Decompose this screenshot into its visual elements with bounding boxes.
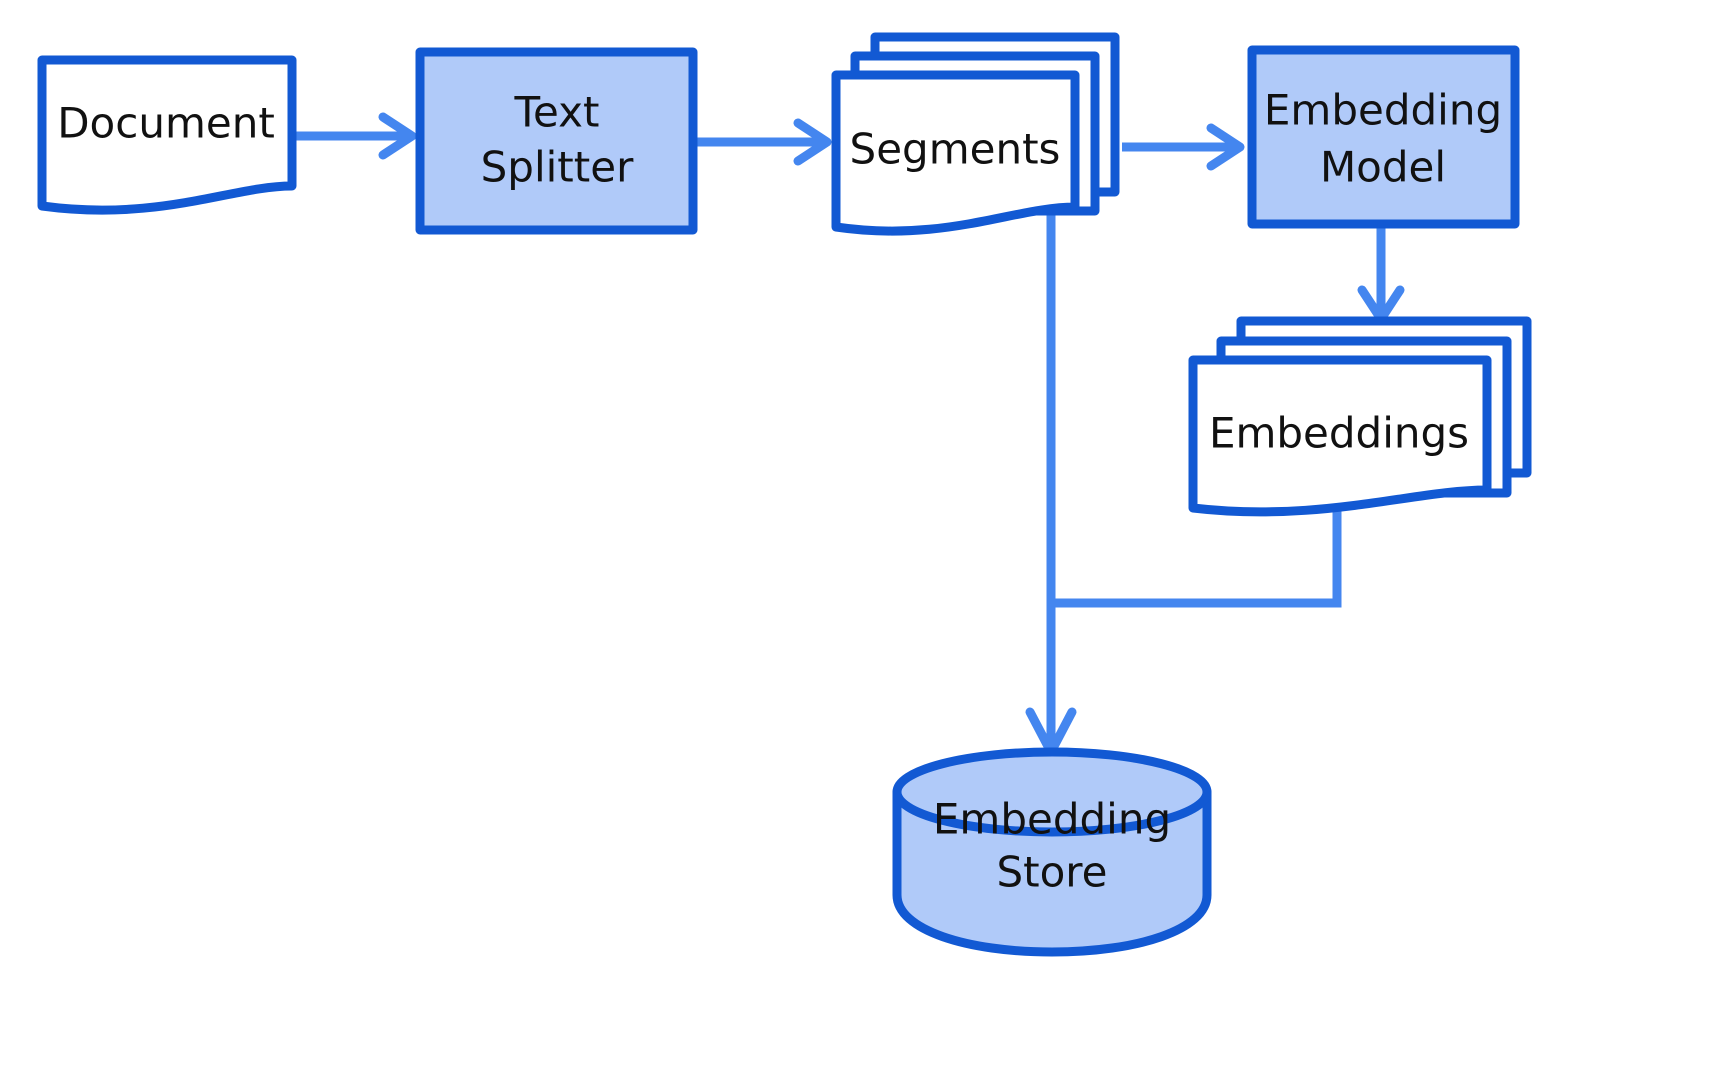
embedding-store-top — [892, 747, 1212, 837]
embedding-model-label-line1: Embedding — [1264, 86, 1502, 135]
edge-segments-to-embedding-model — [1122, 123, 1245, 171]
embedding-model-shape — [1247, 45, 1520, 229]
node-embedding-model[interactable]: Embedding Model — [1247, 45, 1520, 229]
document-label: Document — [57, 99, 275, 148]
document-shape — [37, 55, 297, 215]
embedding-store-label-line2: Store — [996, 848, 1107, 897]
edge-embeddings-to-embedding-store — [1051, 505, 1342, 608]
segments-label: Segments — [850, 125, 1061, 174]
node-embeddings[interactable]: Embeddings — [1188, 316, 1532, 517]
edge-segments-to-embedding-store — [1025, 215, 1077, 757]
node-embedding-store[interactable]: Embedding Store — [892, 747, 1212, 957]
embedding-store-body — [892, 787, 1212, 957]
text-splitter-label-line2: Splitter — [481, 143, 634, 192]
edge-document-to-text-splitter — [292, 112, 417, 160]
node-text-splitter[interactable]: Text Splitter — [415, 47, 698, 235]
node-document[interactable]: Document — [37, 55, 297, 215]
edge-text-splitter-to-segments — [693, 118, 832, 166]
embeddings-label: Embeddings — [1209, 409, 1469, 458]
node-segments[interactable]: Segments — [831, 32, 1120, 236]
text-splitter-shape — [415, 47, 698, 235]
segments-shape — [831, 70, 1080, 236]
embeddings-shape — [1188, 355, 1492, 517]
embedding-store-label-line1: Embedding — [933, 795, 1171, 844]
embedding-model-label-line2: Model — [1320, 143, 1446, 192]
edge-embedding-model-to-embeddings — [1357, 226, 1405, 324]
text-splitter-label-line1: Text — [514, 88, 600, 137]
